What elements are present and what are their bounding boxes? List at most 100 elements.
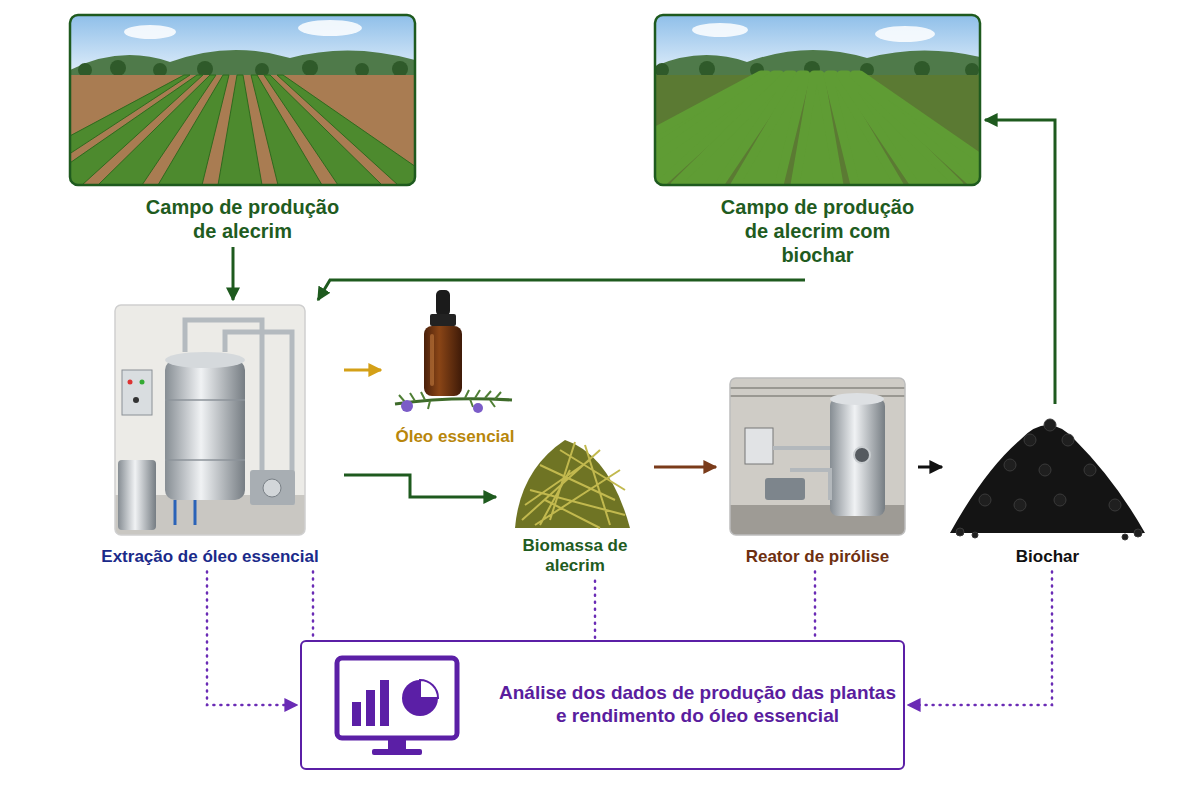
- tree: [699, 61, 715, 77]
- pellets: [956, 419, 1142, 540]
- node-caption: Biochar: [945, 547, 1150, 567]
- node-caption: Óleo essencial: [385, 427, 525, 447]
- pellet: [1122, 534, 1128, 540]
- plant-rows: [70, 75, 415, 185]
- data-flow-line: [814, 571, 817, 640]
- pellet: [956, 528, 964, 536]
- node-caption: Reator de pirólise: [720, 547, 915, 567]
- highlight: [430, 334, 434, 386]
- icon-node: Biochar: [945, 408, 1150, 567]
- base: [372, 749, 422, 755]
- reactor-photo: [730, 378, 905, 535]
- blue-pipe: [175, 500, 195, 525]
- tank: [165, 360, 245, 500]
- oil-bottle: [395, 290, 512, 413]
- pellet: [1062, 434, 1074, 446]
- data-flow-line: [908, 571, 1052, 705]
- cloud: [124, 25, 176, 39]
- tree: [355, 63, 369, 77]
- data-flow-line: [207, 571, 297, 705]
- pellet: [1024, 434, 1036, 446]
- tree-line: [78, 60, 408, 77]
- roof-beam: [730, 388, 905, 396]
- data-flow-line: [312, 571, 315, 640]
- pellet: [1134, 529, 1142, 537]
- field-photo: [655, 15, 980, 185]
- process-arrow: [985, 120, 1055, 404]
- bar: [352, 702, 361, 726]
- pump: [250, 470, 295, 505]
- reactor-tank: [830, 398, 885, 516]
- plant-row: [277, 75, 415, 185]
- biochar-pile: [950, 419, 1145, 540]
- pump-wheel: [263, 479, 281, 497]
- control-box: [745, 428, 773, 464]
- pellet: [1044, 419, 1056, 431]
- pellet: [1109, 499, 1121, 511]
- monitor-icon: [337, 658, 457, 755]
- pellet: [979, 494, 991, 506]
- tree: [110, 60, 126, 76]
- box-text: Análise dos dados de produção das planta…: [498, 682, 897, 728]
- photo-frame: [655, 15, 980, 185]
- pellet: [1054, 494, 1066, 506]
- small-tank: [118, 460, 156, 530]
- control-panel: [122, 370, 152, 415]
- wall: [115, 305, 305, 535]
- pellet: [972, 532, 978, 538]
- tree: [965, 63, 979, 77]
- button: [133, 397, 139, 403]
- field-photo: [70, 15, 415, 185]
- extractor-photo: [115, 305, 305, 535]
- process-arrow: [318, 280, 805, 300]
- tank-top: [830, 393, 884, 405]
- node-caption: Campo de produção de alecrim: [140, 195, 345, 243]
- cap: [430, 314, 456, 326]
- photo-node: Campo de produção de alecrim com biochar: [655, 15, 980, 267]
- process-arrow: [918, 466, 942, 469]
- pellet: [1084, 464, 1096, 476]
- plant-row: [158, 75, 229, 185]
- cloud: [298, 20, 362, 36]
- process-arrow: [232, 247, 235, 300]
- screen: [337, 658, 457, 738]
- tank-band: [165, 400, 245, 460]
- icon-node: Óleo essencial: [385, 288, 525, 447]
- flower: [401, 400, 413, 412]
- field-scene: [655, 50, 980, 185]
- biomass-pile: [515, 440, 630, 528]
- tree: [914, 61, 930, 77]
- photo-node: Extração de óleo essencial: [80, 305, 340, 567]
- tree: [392, 61, 408, 77]
- analysis-box: Análise dos dados de produção das planta…: [300, 640, 905, 770]
- tree: [302, 60, 318, 76]
- stand: [388, 740, 406, 750]
- data-flow-line: [594, 581, 597, 640]
- cloud: [692, 23, 748, 37]
- plant-row: [854, 75, 980, 185]
- photo-node: Campo de produção de alecrim: [70, 15, 415, 243]
- pile: [515, 440, 630, 528]
- motor: [765, 478, 805, 500]
- tree: [655, 63, 669, 77]
- pellet: [1004, 459, 1016, 471]
- process-arrow: [654, 466, 716, 469]
- tree: [153, 63, 167, 77]
- twigs: [522, 442, 625, 528]
- tank-top: [165, 352, 245, 368]
- wall: [730, 378, 905, 535]
- icon-node: Biomassa de alecrim: [500, 418, 650, 577]
- photo-frame: [115, 305, 305, 535]
- process-arrow: [344, 475, 496, 497]
- pie: [402, 680, 438, 716]
- pie-slice: [420, 680, 438, 698]
- bottle-body: [424, 326, 462, 396]
- pellet: [1039, 464, 1051, 476]
- photo-node: Reator de pirólise: [720, 378, 915, 567]
- node-caption: Extração de óleo essencial: [80, 547, 340, 567]
- pile: [950, 425, 1145, 533]
- pellet: [1014, 499, 1026, 511]
- button: [140, 380, 145, 385]
- photo-frame: [70, 15, 415, 185]
